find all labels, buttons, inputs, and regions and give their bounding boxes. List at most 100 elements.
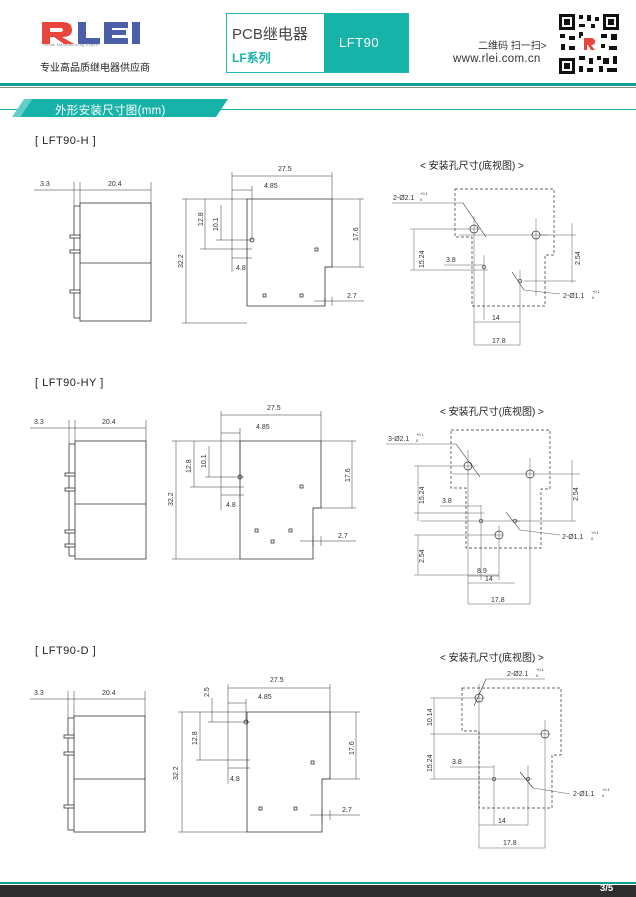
dim-label: 27.5 [270, 677, 284, 684]
brand-subtitle: Relink Manufacturing Expert [43, 42, 99, 47]
tagline: 专业高品质继电器供应商 [40, 63, 150, 74]
qr-code-icon[interactable] [557, 12, 621, 76]
brand-logo [40, 20, 160, 49]
front-view-hy [172, 411, 356, 560]
dim-label: 3.3 [34, 690, 44, 697]
dim-label: 3.8 [446, 257, 456, 264]
dim-label: 2.7 [342, 807, 352, 814]
dim-label: 10.1 [201, 454, 208, 468]
dim-label: 20.4 [108, 181, 122, 188]
dim-label: 4.8 [236, 265, 246, 272]
dim-label: 2-Ø1.1 [563, 293, 585, 300]
section-banner [0, 99, 636, 119]
hole-view-d [430, 678, 571, 849]
model-heading-d: [ LFT90-D ] [35, 645, 97, 657]
dim-label: 20.4 [102, 419, 116, 426]
dim-label: 32.2 [178, 254, 185, 268]
dim-label: 32.2 [168, 492, 175, 506]
model-name: LFT90 [339, 35, 380, 50]
side-view-h [34, 182, 152, 322]
header-divider-thin [0, 87, 636, 88]
hole-size-heading-d: < 安装孔尺寸(底视图) > [440, 653, 544, 664]
dim-label: 12.8 [192, 731, 199, 745]
scan-text: 二维码 扫一扫> [478, 41, 547, 52]
dim-label: 2-Ø2.1 [507, 671, 529, 678]
dim-label: 10.1 [213, 217, 220, 231]
dim-label: +0.1 [592, 289, 601, 294]
dim-label: 14 [498, 818, 506, 825]
front-view-h [182, 172, 364, 324]
dim-label: 27.5 [267, 405, 281, 412]
dim-label: 4.85 [256, 424, 270, 431]
dim-label: 17.8 [492, 338, 506, 345]
dim-label: 2.7 [347, 293, 357, 300]
dim-label: 3.3 [34, 419, 44, 426]
dim-label: 12.8 [198, 212, 205, 226]
front-view-d [178, 684, 360, 833]
model-heading-h: [ LFT90-H ] [35, 135, 97, 147]
dim-label: 2.54 [419, 549, 426, 563]
page-number: 3/5 [600, 883, 614, 894]
dim-label: 14 [492, 315, 500, 322]
series-title: PCB继电器 [232, 26, 308, 43]
hole-size-heading-hy: < 安装孔尺寸(底视图) > [440, 407, 544, 418]
dim-label: 3.8 [452, 759, 462, 766]
dim-label: 2.7 [338, 533, 348, 540]
section-title: 外形安装尺寸图(mm) [55, 105, 166, 117]
dim-label: 32.2 [173, 766, 180, 780]
dim-label: +0.1 [416, 432, 425, 437]
side-view-hy [30, 420, 147, 560]
dim-label: 2.5 [204, 687, 211, 697]
dim-label: 4.8 [230, 776, 240, 783]
dim-label: 10.14 [427, 708, 434, 726]
side-view-d [30, 691, 146, 833]
dim-label: 4.85 [258, 694, 272, 701]
dim-label: 2-Ø1.1 [562, 534, 584, 541]
hole-size-heading-h: < 安装孔尺寸(底视图) > [420, 161, 524, 172]
footer-bar [0, 885, 636, 897]
dim-label: 17.8 [503, 840, 517, 847]
dim-label: 0 [416, 438, 419, 443]
dim-label: 17.6 [349, 741, 356, 755]
hole-view-hy [386, 429, 580, 605]
model-badge: LFT90 [324, 14, 408, 72]
footer-divider [0, 882, 636, 884]
dim-label: 4.8 [226, 502, 236, 509]
dim-label: 0 [420, 197, 423, 202]
header-divider [0, 83, 636, 86]
dim-label: 15.24 [419, 250, 426, 268]
dim-label: +0.1 [591, 530, 600, 535]
dim-label: 2.54 [575, 251, 582, 265]
dim-label: +0.1 [536, 667, 545, 672]
dim-label: 14 [485, 576, 493, 583]
dim-label: 2-Ø2.1 [393, 195, 415, 202]
dim-label: 3-Ø2.1 [388, 436, 410, 443]
dim-label: 15.24 [427, 754, 434, 772]
website-link[interactable]: www.rlei.com.cn [453, 53, 541, 65]
dim-label: 4.85 [264, 183, 278, 190]
hole-view-h [392, 188, 576, 346]
dim-label: 20.4 [102, 690, 116, 697]
series-subtitle: LF系列 [232, 51, 271, 65]
dim-label: 2.54 [573, 487, 580, 501]
dim-label: 17.6 [353, 227, 360, 241]
dim-label: 12.8 [186, 459, 193, 473]
dim-label: 0 [591, 536, 594, 541]
dim-label: 3.8 [442, 498, 452, 505]
dim-label: 17.8 [491, 597, 505, 604]
dim-label: 0 [536, 673, 539, 678]
model-heading-hy: [ LFT90-HY ] [35, 377, 104, 389]
dim-label: +0.1 [420, 191, 429, 196]
dim-label: +0.1 [602, 787, 611, 792]
dim-label: 2-Ø1.1 [573, 791, 595, 798]
dim-label: 15.24 [419, 486, 426, 504]
dim-label: 8.9 [477, 568, 487, 575]
dim-label: 0 [592, 295, 595, 300]
series-box: PCB继电器 LF系列 LFT90 [226, 13, 409, 73]
dim-label: 27.5 [278, 166, 292, 173]
dim-label: 3.3 [40, 181, 50, 188]
dim-label: 17.6 [345, 468, 352, 482]
